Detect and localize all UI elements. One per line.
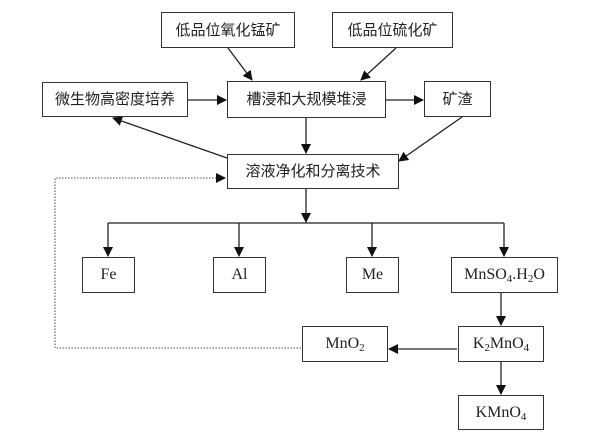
node-fe: Fe xyxy=(82,257,135,293)
node-low-grade-manganese-oxide-ore: 低品位氧化锰矿 xyxy=(161,12,295,48)
node-k2mno4: K2MnO4 xyxy=(458,326,544,362)
edge-purification-to-microbe xyxy=(112,116,228,159)
edge-mno2-recycle-dotted xyxy=(54,173,301,349)
node-me: Me xyxy=(346,257,399,293)
node-label: MnO2 xyxy=(325,335,365,354)
node-label: 槽浸和大规模堆浸 xyxy=(246,90,367,108)
node-mnso4-h2o: MnSO4.H2O xyxy=(451,257,558,293)
node-microbe-high-density-culture: 微生物高密度培养 xyxy=(42,82,188,117)
node-label: 低品位氧化锰矿 xyxy=(175,20,281,39)
edge-ore-oxide-to-leaching xyxy=(227,47,253,81)
node-low-grade-sulfide-ore: 低品位硫化矿 xyxy=(332,12,453,48)
node-mno2: MnO2 xyxy=(302,326,388,362)
node-slag: 矿渣 xyxy=(424,81,491,117)
node-label: Me xyxy=(361,266,384,283)
edge-ore-sulfide-to-leaching xyxy=(360,47,397,81)
node-label: 溶液净化和分离技术 xyxy=(245,162,381,180)
node-label: K2MnO4 xyxy=(472,335,530,354)
node-kmno4: KMnO4 xyxy=(458,395,544,430)
node-label: KMnO4 xyxy=(475,403,527,423)
node-label: Al xyxy=(231,266,248,283)
node-label: 微生物高密度培养 xyxy=(54,90,175,108)
node-label: 低品位硫化矿 xyxy=(347,20,438,39)
edge-slag-to-purification xyxy=(398,116,463,162)
node-tank-and-heap-leaching: 槽浸和大规模堆浸 xyxy=(227,81,386,118)
node-al: Al xyxy=(213,257,266,293)
node-solution-purification-separation: 溶液净化和分离技术 xyxy=(227,154,399,189)
node-label: MnSO4.H2O xyxy=(464,266,545,285)
node-label: 矿渣 xyxy=(442,89,473,108)
node-label: Fe xyxy=(100,266,117,283)
